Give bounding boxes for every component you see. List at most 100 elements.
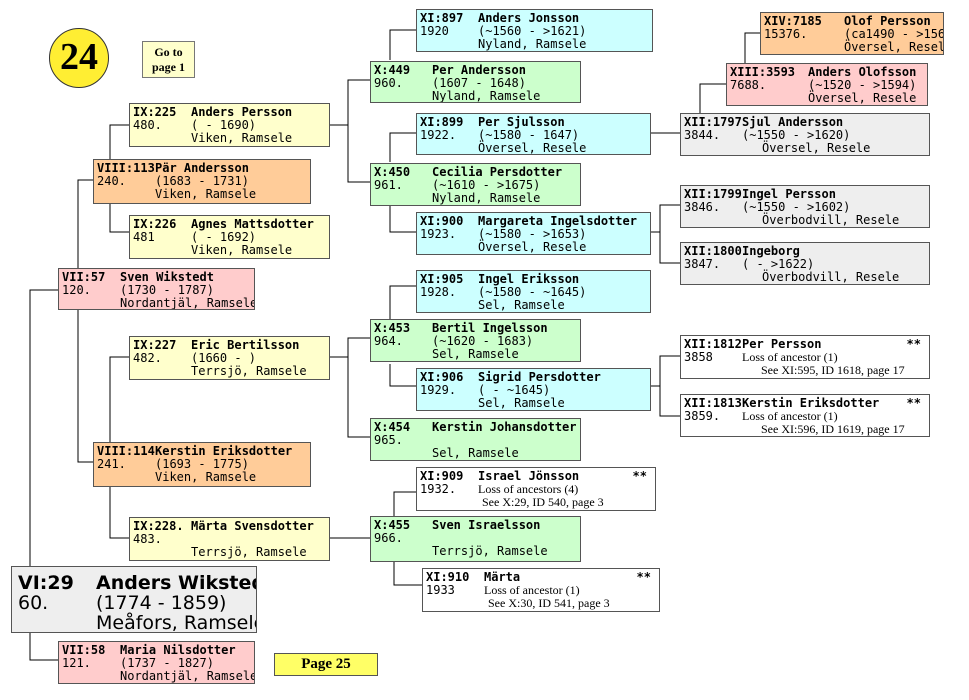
person-number: 1933 bbox=[426, 583, 455, 597]
person-place: Sel, Ramsele bbox=[432, 347, 519, 361]
person-code: XI:900 bbox=[420, 214, 464, 228]
person-box-x449[interactable]: X:449 Per Andersson 960. (1607 - 1648) Nyl… bbox=[370, 61, 581, 103]
go-to-page-1-button[interactable]: Go to page 1 bbox=[142, 41, 195, 78]
person-number: 3858 bbox=[684, 350, 713, 364]
page-label: Page 25 bbox=[274, 653, 378, 676]
person-number: 3844. bbox=[684, 128, 721, 142]
person-number: 1928. bbox=[420, 285, 457, 299]
person-code: XIV:7185 bbox=[764, 14, 822, 28]
person-box-ix228[interactable]: IX:228.Märta Svensdotter 483. Terrsjö, R… bbox=[129, 517, 330, 561]
person-box-xii1799[interactable]: XII:1799Ingel Persson 3846.(~1550 - >160… bbox=[680, 185, 930, 228]
person-code: X:454 bbox=[374, 420, 411, 434]
loss-marker-stars: ** bbox=[636, 570, 651, 584]
person-name: Olof Persson bbox=[844, 14, 931, 28]
person-number: 481 bbox=[133, 230, 155, 244]
person-number: 961. bbox=[374, 178, 403, 192]
person-dates: (1660 - ) bbox=[191, 351, 257, 365]
person-dates: (~1580 - 1647) bbox=[478, 128, 580, 142]
person-name: Pär Andersson bbox=[155, 161, 249, 175]
person-name: Anders Olofsson bbox=[808, 65, 917, 79]
person-number: 15376. bbox=[764, 27, 808, 41]
person-name: Kerstin Eriksdotter bbox=[742, 396, 880, 410]
loss-note: Loss of ancestors (4) bbox=[478, 482, 579, 496]
person-code: XI:899 bbox=[420, 115, 464, 129]
person-place: Terrsjö, Ramsele bbox=[191, 364, 307, 378]
person-code: X:449 bbox=[374, 63, 411, 77]
go-to-label-line1: Go to bbox=[154, 45, 183, 59]
person-place: Sel, Ramsele bbox=[478, 298, 565, 312]
person-name: Märta Svensdotter bbox=[191, 519, 314, 533]
person-place: Meåfors, Ramsele bbox=[96, 612, 257, 633]
person-code: X:453 bbox=[374, 321, 411, 335]
person-code: XIII:3593 bbox=[730, 65, 796, 79]
person-dates: (1737 - 1827) bbox=[120, 656, 214, 670]
person-place: Viken, Ramsele bbox=[155, 470, 257, 484]
see-reference: See X:30, ID 541, page 3 bbox=[488, 596, 610, 610]
person-name: Per Andersson bbox=[432, 63, 526, 77]
person-box-xii1800[interactable]: XII:1800Ingeborg 3847.( - >1622) Överbod… bbox=[680, 242, 930, 285]
person-dates: (~1610 - >1675) bbox=[432, 178, 541, 192]
person-box-xii1797[interactable]: XII:1797Sjul Andersson 3844.(~1550 - >16… bbox=[680, 113, 930, 156]
person-name: Kerstin Eriksdotter bbox=[155, 444, 293, 458]
person-name: Israel Jönsson bbox=[478, 469, 580, 483]
person-name: Eric Bertilsson bbox=[191, 338, 300, 352]
person-box-xii1813[interactable]: XII:1813Kerstin Eriksdotter ** 3859.Loss… bbox=[680, 394, 930, 437]
person-dates: (1774 - 1859) bbox=[96, 592, 227, 614]
person-dates: (~1620 - 1683) bbox=[432, 334, 534, 348]
person-place: Sel, Ramsele bbox=[478, 396, 565, 410]
person-number: 3847. bbox=[684, 257, 721, 271]
person-box-viii113[interactable]: VIII:113Pär Andersson 240.(1683 - 1731) … bbox=[93, 159, 311, 204]
person-number: 1929. bbox=[420, 383, 457, 397]
person-place: Nordantjäl, Ramsele bbox=[120, 296, 255, 310]
person-code: X:455 bbox=[374, 518, 411, 532]
person-name: Per Persson bbox=[742, 337, 822, 351]
person-code: VII:57 bbox=[62, 270, 106, 284]
person-dates: (~1520 - >1594) bbox=[808, 78, 917, 92]
person-place: Terrsjö, Ramsele bbox=[191, 545, 307, 559]
person-code: IX:225 bbox=[133, 105, 177, 119]
see-reference: See XI:596, ID 1619, page 17 bbox=[761, 422, 905, 436]
person-dates: (1607 - 1648) bbox=[432, 76, 526, 90]
person-place: Översel, Resele bbox=[808, 91, 917, 105]
person-dates: (~1560 - >1621) bbox=[478, 24, 587, 38]
person-code: XI:909 bbox=[420, 469, 464, 483]
see-reference: See XI:595, ID 1618, page 17 bbox=[761, 363, 905, 377]
person-code: XII:1812 bbox=[684, 337, 742, 351]
person-number: 960. bbox=[374, 76, 403, 90]
person-code: IX:228. bbox=[133, 519, 184, 533]
person-code: XI:905 bbox=[420, 272, 464, 286]
person-code: IX:227 bbox=[133, 338, 177, 352]
person-name: Sven Israelsson bbox=[432, 518, 541, 532]
person-code: XII:1799 bbox=[684, 187, 742, 201]
person-dates: (~1550 - >1602) bbox=[742, 200, 851, 214]
person-number: 966. bbox=[374, 531, 403, 545]
person-code: IX:226 bbox=[133, 217, 177, 231]
person-code: XI:910 bbox=[426, 570, 470, 584]
person-place: Terrsjö, Ramsele bbox=[432, 544, 548, 558]
person-number: 480. bbox=[133, 118, 162, 132]
person-place: Nyland, Ramsele bbox=[432, 89, 541, 103]
person-box-viii114[interactable]: VIII:114Kerstin Eriksdotter 241.(1693 - … bbox=[93, 442, 311, 487]
person-name: Sjul Andersson bbox=[742, 115, 844, 129]
person-place: Översel, Resele bbox=[762, 141, 871, 155]
person-box-x455[interactable]: X:455 Sven Israelsson 966. Terrsjö, Ramse… bbox=[370, 516, 581, 562]
